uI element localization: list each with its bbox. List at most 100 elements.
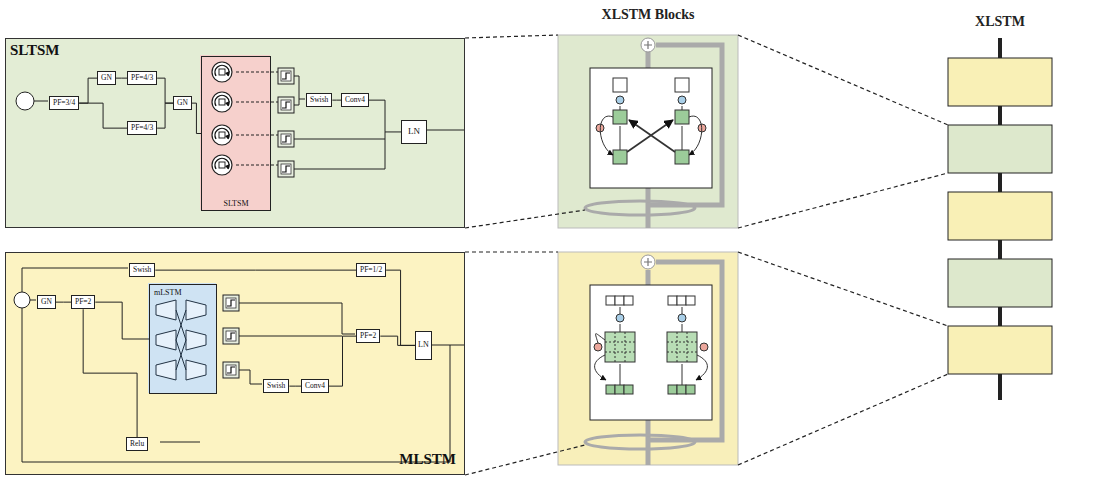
mlstm-block xyxy=(590,285,712,420)
box-heading: mLSTM xyxy=(154,288,182,297)
connector xyxy=(79,103,127,128)
xlstm-stack xyxy=(948,192,1052,240)
projection-icons xyxy=(156,330,176,350)
mlstm-block xyxy=(668,385,677,394)
box-label: PF=4/3 xyxy=(131,123,153,132)
illustration xyxy=(212,155,232,175)
mlstm-block xyxy=(594,296,708,394)
zoom-leader xyxy=(465,35,558,38)
connector xyxy=(289,386,301,387)
box-label: Swish xyxy=(310,95,328,104)
projection-icons xyxy=(156,360,176,380)
box-label: PF=4/3 xyxy=(131,73,153,82)
illustration xyxy=(278,68,294,84)
mlstm-block xyxy=(696,355,707,380)
illustration xyxy=(278,97,294,113)
slstm-block xyxy=(629,120,675,152)
connector xyxy=(56,302,71,303)
process-box: GN xyxy=(37,295,56,309)
zoom-leader xyxy=(738,374,948,465)
connector xyxy=(329,336,356,386)
mlstm-block xyxy=(585,435,695,449)
mlstm-block xyxy=(644,258,652,266)
mlstm-block xyxy=(605,332,635,362)
slstm-block xyxy=(585,201,695,215)
block-panel: PF=3/4GNPF=4/3PF=4/3GNSLTSMSwishConv4LNS… xyxy=(5,38,465,228)
illustration xyxy=(278,131,294,147)
illustration xyxy=(223,295,239,311)
mlstm-block xyxy=(558,252,738,465)
projection-icons xyxy=(156,300,206,380)
process-box: PF=4/3 xyxy=(127,121,157,135)
box-label: Swish xyxy=(133,265,151,274)
zoom-leader xyxy=(465,445,585,475)
wire xyxy=(34,101,48,102)
mlstm-block xyxy=(594,343,602,351)
column-heading: XLSTM xyxy=(975,14,1025,30)
box-label: Conv4 xyxy=(345,95,365,104)
slstm-wires xyxy=(16,72,465,169)
xlstm-stack xyxy=(948,125,1052,173)
connector xyxy=(155,270,356,271)
connector xyxy=(380,336,415,345)
zoom-leader xyxy=(738,173,948,228)
slstm-block xyxy=(644,41,652,49)
mlstm-block xyxy=(596,334,605,343)
process-box: PF=2 xyxy=(71,295,95,309)
conv-box: Conv4 xyxy=(341,93,369,107)
slstm-block xyxy=(641,38,655,52)
wire xyxy=(294,132,385,169)
process-box: PF=4/3 xyxy=(127,71,157,85)
slstm-block xyxy=(616,96,624,104)
illustration xyxy=(223,362,239,378)
process-box: GN xyxy=(173,96,192,110)
mlstm-block xyxy=(678,314,686,322)
activation-box: Swish xyxy=(263,379,289,393)
box-label: GN xyxy=(41,297,52,306)
slstm-block xyxy=(620,106,682,150)
slstm-block xyxy=(675,78,689,92)
mlstm-block xyxy=(700,343,708,351)
connector xyxy=(192,103,201,133)
projection-icons xyxy=(176,310,186,370)
mlstm-block xyxy=(615,296,624,305)
mlstm-block xyxy=(624,385,633,394)
box-heading: SLTSM xyxy=(10,42,59,59)
mlstm-block xyxy=(558,252,738,465)
slstm-block xyxy=(675,110,689,124)
slstm-block xyxy=(590,68,712,188)
wire xyxy=(294,76,305,105)
connector xyxy=(157,103,173,128)
box-label: LN xyxy=(418,340,429,349)
mlstm-cell-ground xyxy=(148,283,216,393)
slstm-block xyxy=(613,110,627,124)
wire xyxy=(22,268,128,292)
illustration xyxy=(223,328,239,344)
mlstm-wires xyxy=(14,268,465,462)
box-heading: MLSTM xyxy=(399,451,456,468)
box-heading: SLTSM xyxy=(223,199,248,208)
process-box: PF=3/4 xyxy=(49,96,79,110)
slstm-block xyxy=(678,96,686,104)
wire xyxy=(30,300,36,301)
slstm-block xyxy=(613,78,627,92)
box-label: PF=2 xyxy=(75,297,91,306)
box-label: PF=2 xyxy=(360,331,376,340)
input-node xyxy=(16,92,34,110)
connector xyxy=(83,309,137,437)
norm-box: LN xyxy=(415,331,432,360)
box-label: LN xyxy=(408,126,420,136)
xlstm-stack xyxy=(948,259,1052,307)
projection-icons xyxy=(186,300,206,320)
illustration xyxy=(212,92,232,112)
xlstm-stack xyxy=(948,58,1052,106)
connector xyxy=(369,100,401,132)
box-label: Swish xyxy=(267,381,285,390)
zoom-leader xyxy=(465,210,585,228)
connector xyxy=(79,78,97,103)
conv-box: Conv4 xyxy=(301,379,329,393)
activation-box: Relu xyxy=(126,437,148,451)
activation-box: Swish xyxy=(129,263,155,277)
box-label: Relu xyxy=(130,439,144,448)
